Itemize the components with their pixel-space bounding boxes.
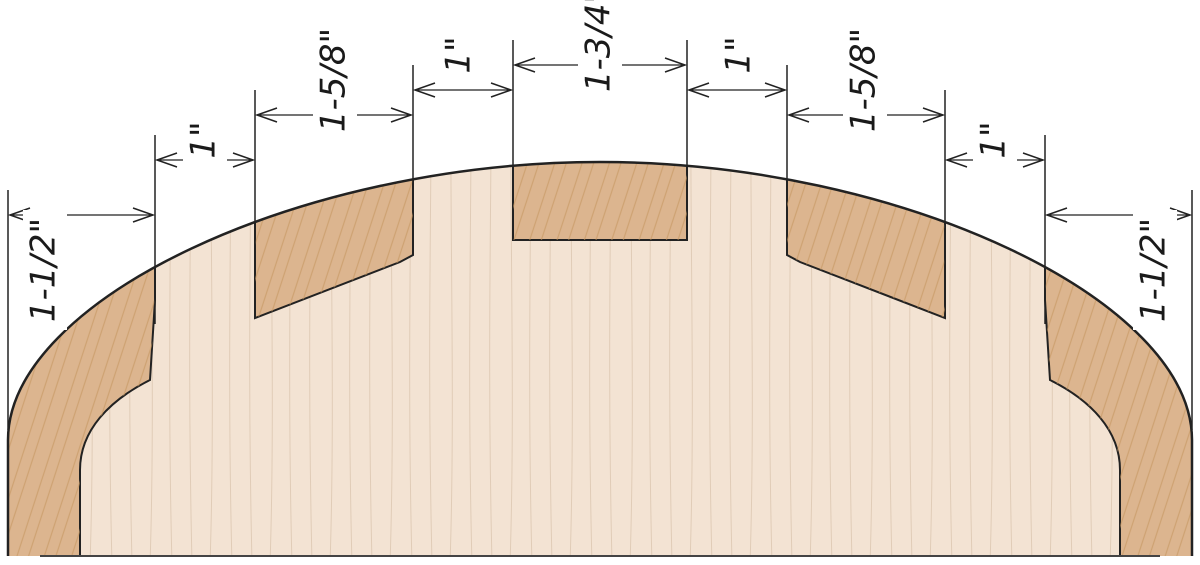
arrow-right-icon xyxy=(922,107,946,123)
arrow-right-icon xyxy=(764,82,788,98)
arrow-left-icon xyxy=(512,57,536,73)
arrow-right-icon xyxy=(1022,152,1046,168)
arrow-right-icon xyxy=(390,107,414,123)
label-backing xyxy=(23,210,67,330)
label-backing xyxy=(973,115,1017,165)
label-backing xyxy=(438,30,482,80)
right-mid-strip-grain xyxy=(787,162,945,318)
dimension-label: 1" xyxy=(184,121,224,158)
dimension-6: 1" xyxy=(686,30,788,98)
dimension-5: 1-3/4" xyxy=(512,0,688,100)
dimension-8: 1" xyxy=(944,115,1046,168)
arrow-left-icon xyxy=(786,107,810,123)
dimension-1: 1-1/2" xyxy=(7,207,156,330)
dimension-label: 1-3/4" xyxy=(579,0,619,92)
label-backing xyxy=(1133,210,1177,330)
dimension-lines: 1-1/2" 1" 1-5/8" 1" 1-3/4" 1" 1-5/8" 1" 1-1/2" xyxy=(7,0,1193,430)
dimension-label: 1" xyxy=(439,36,479,73)
arrow-left-icon xyxy=(154,152,178,168)
arrow-left-icon xyxy=(686,82,710,98)
dimension-4: 1" xyxy=(412,30,514,98)
label-backing xyxy=(313,20,357,140)
dimension-label: 1-1/2" xyxy=(24,218,64,322)
dimension-label: 1-5/8" xyxy=(314,28,354,132)
dimension-7: 1-5/8" xyxy=(786,20,946,140)
arrow-right-icon xyxy=(232,152,256,168)
dimension-3: 1-5/8" xyxy=(254,20,414,140)
arrow-left-icon xyxy=(412,82,436,98)
dimension-label: 1" xyxy=(974,121,1014,158)
dimension-label: 1-1/2" xyxy=(1134,218,1174,322)
arrow-left-icon xyxy=(1044,207,1068,223)
dimension-9: 1-1/2" xyxy=(1044,207,1193,330)
label-backing xyxy=(843,20,887,140)
left-mid-strip-grain xyxy=(255,162,413,318)
dimension-2: 1" xyxy=(154,115,256,168)
arrow-right-icon xyxy=(490,82,514,98)
center-strip-grain xyxy=(513,162,687,240)
arrow-right-icon xyxy=(132,207,156,223)
arrow-right-icon xyxy=(664,57,688,73)
dimension-label: 1-5/8" xyxy=(844,28,884,132)
dome-outline xyxy=(6,160,1194,556)
label-backing xyxy=(183,115,227,165)
arrow-left-icon xyxy=(944,152,968,168)
label-backing xyxy=(718,30,762,80)
dimension-label: 1" xyxy=(719,36,759,73)
arrow-left-icon xyxy=(254,107,278,123)
label-backing xyxy=(578,0,622,100)
